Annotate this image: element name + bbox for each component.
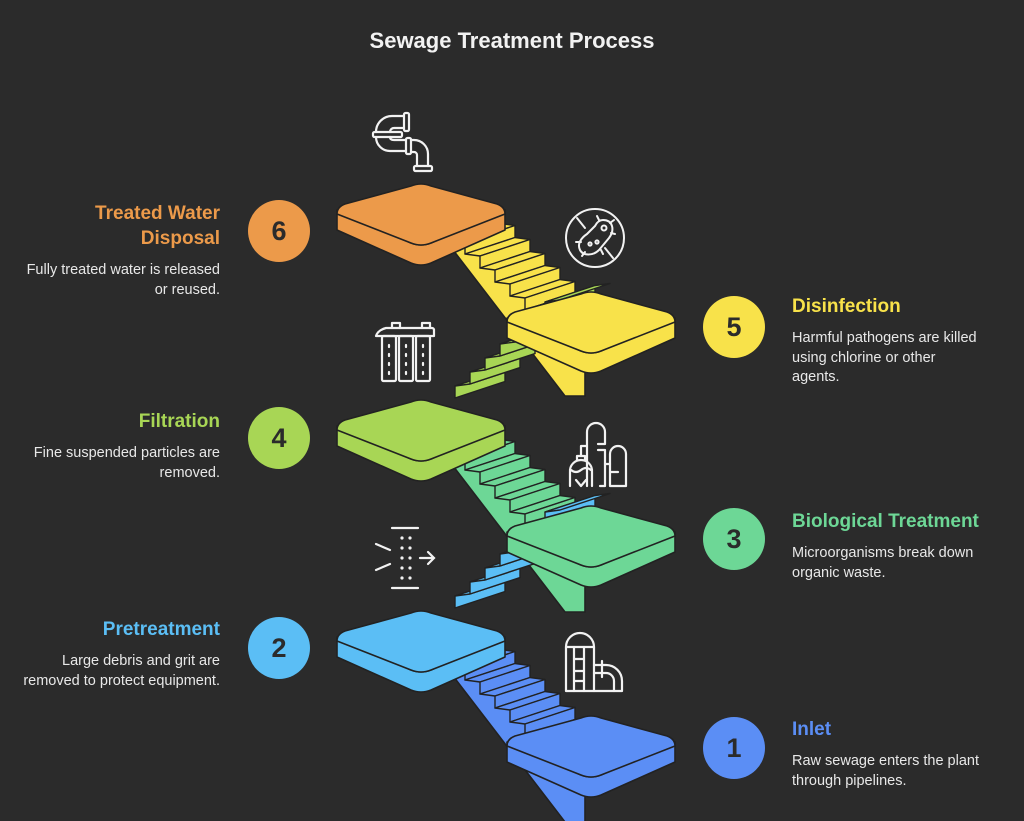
step-2-description: Large debris and grit are removed to pro…	[23, 653, 220, 689]
step-5-title: Disinfection	[792, 296, 901, 317]
step-3-title: Biological Treatment	[792, 511, 979, 532]
pipe-outlet-icon	[371, 111, 434, 173]
step-6-description: Fully treated water is released or reuse…	[26, 262, 220, 298]
treatment-plant-icon	[568, 421, 628, 488]
step-2-badge: 2	[248, 617, 310, 679]
step-4-text: Filtration Fine suspended particles are …	[20, 409, 220, 483]
step-4-description: Fine suspended particles are removed.	[33, 445, 220, 481]
flight-2-tread	[544, 492, 611, 513]
platform-4-top	[336, 399, 506, 462]
silo-pipe-icon	[564, 631, 624, 693]
step-2-title: Pretreatment	[102, 619, 220, 640]
platform-2-top	[336, 610, 506, 673]
step-1-badge: 1	[703, 717, 765, 779]
platform-3-top	[506, 505, 676, 568]
step-5-text: Disinfection Harmful pathogens are kille…	[792, 294, 982, 388]
step-5-badge: 5	[703, 296, 765, 358]
platform-1-top	[506, 715, 676, 778]
step-1-description: Raw sewage enters the plant through pipe…	[792, 753, 979, 789]
step-1-text: Inlet Raw sewage enters the plant throug…	[792, 717, 982, 791]
step-3-badge: 3	[703, 508, 765, 570]
step-6-badge: 6	[248, 200, 310, 262]
step-1-title: Inlet	[792, 719, 832, 740]
step-2-text: Pretreatment Large debris and grit are r…	[20, 617, 220, 691]
step-6-text: Treated Water Disposal Fully treated wat…	[20, 201, 220, 300]
filter-cartridges-icon	[374, 321, 436, 383]
step-5-description: Harmful pathogens are killed using chlor…	[792, 330, 977, 385]
step-3-text: Biological Treatment Microorganisms brea…	[792, 509, 982, 583]
page-title: Sewage Treatment Process	[369, 28, 655, 53]
platform-5-top	[506, 291, 676, 354]
step-6-title: Treated Water Disposal	[95, 203, 220, 249]
step-3-description: Microorganisms break down organic waste.	[792, 545, 974, 581]
no-bacteria-icon	[565, 208, 625, 268]
platform-6-top	[336, 183, 506, 246]
step-4-badge: 4	[248, 407, 310, 469]
screening-filter-icon	[374, 526, 436, 590]
step-4-title: Filtration	[138, 411, 220, 432]
